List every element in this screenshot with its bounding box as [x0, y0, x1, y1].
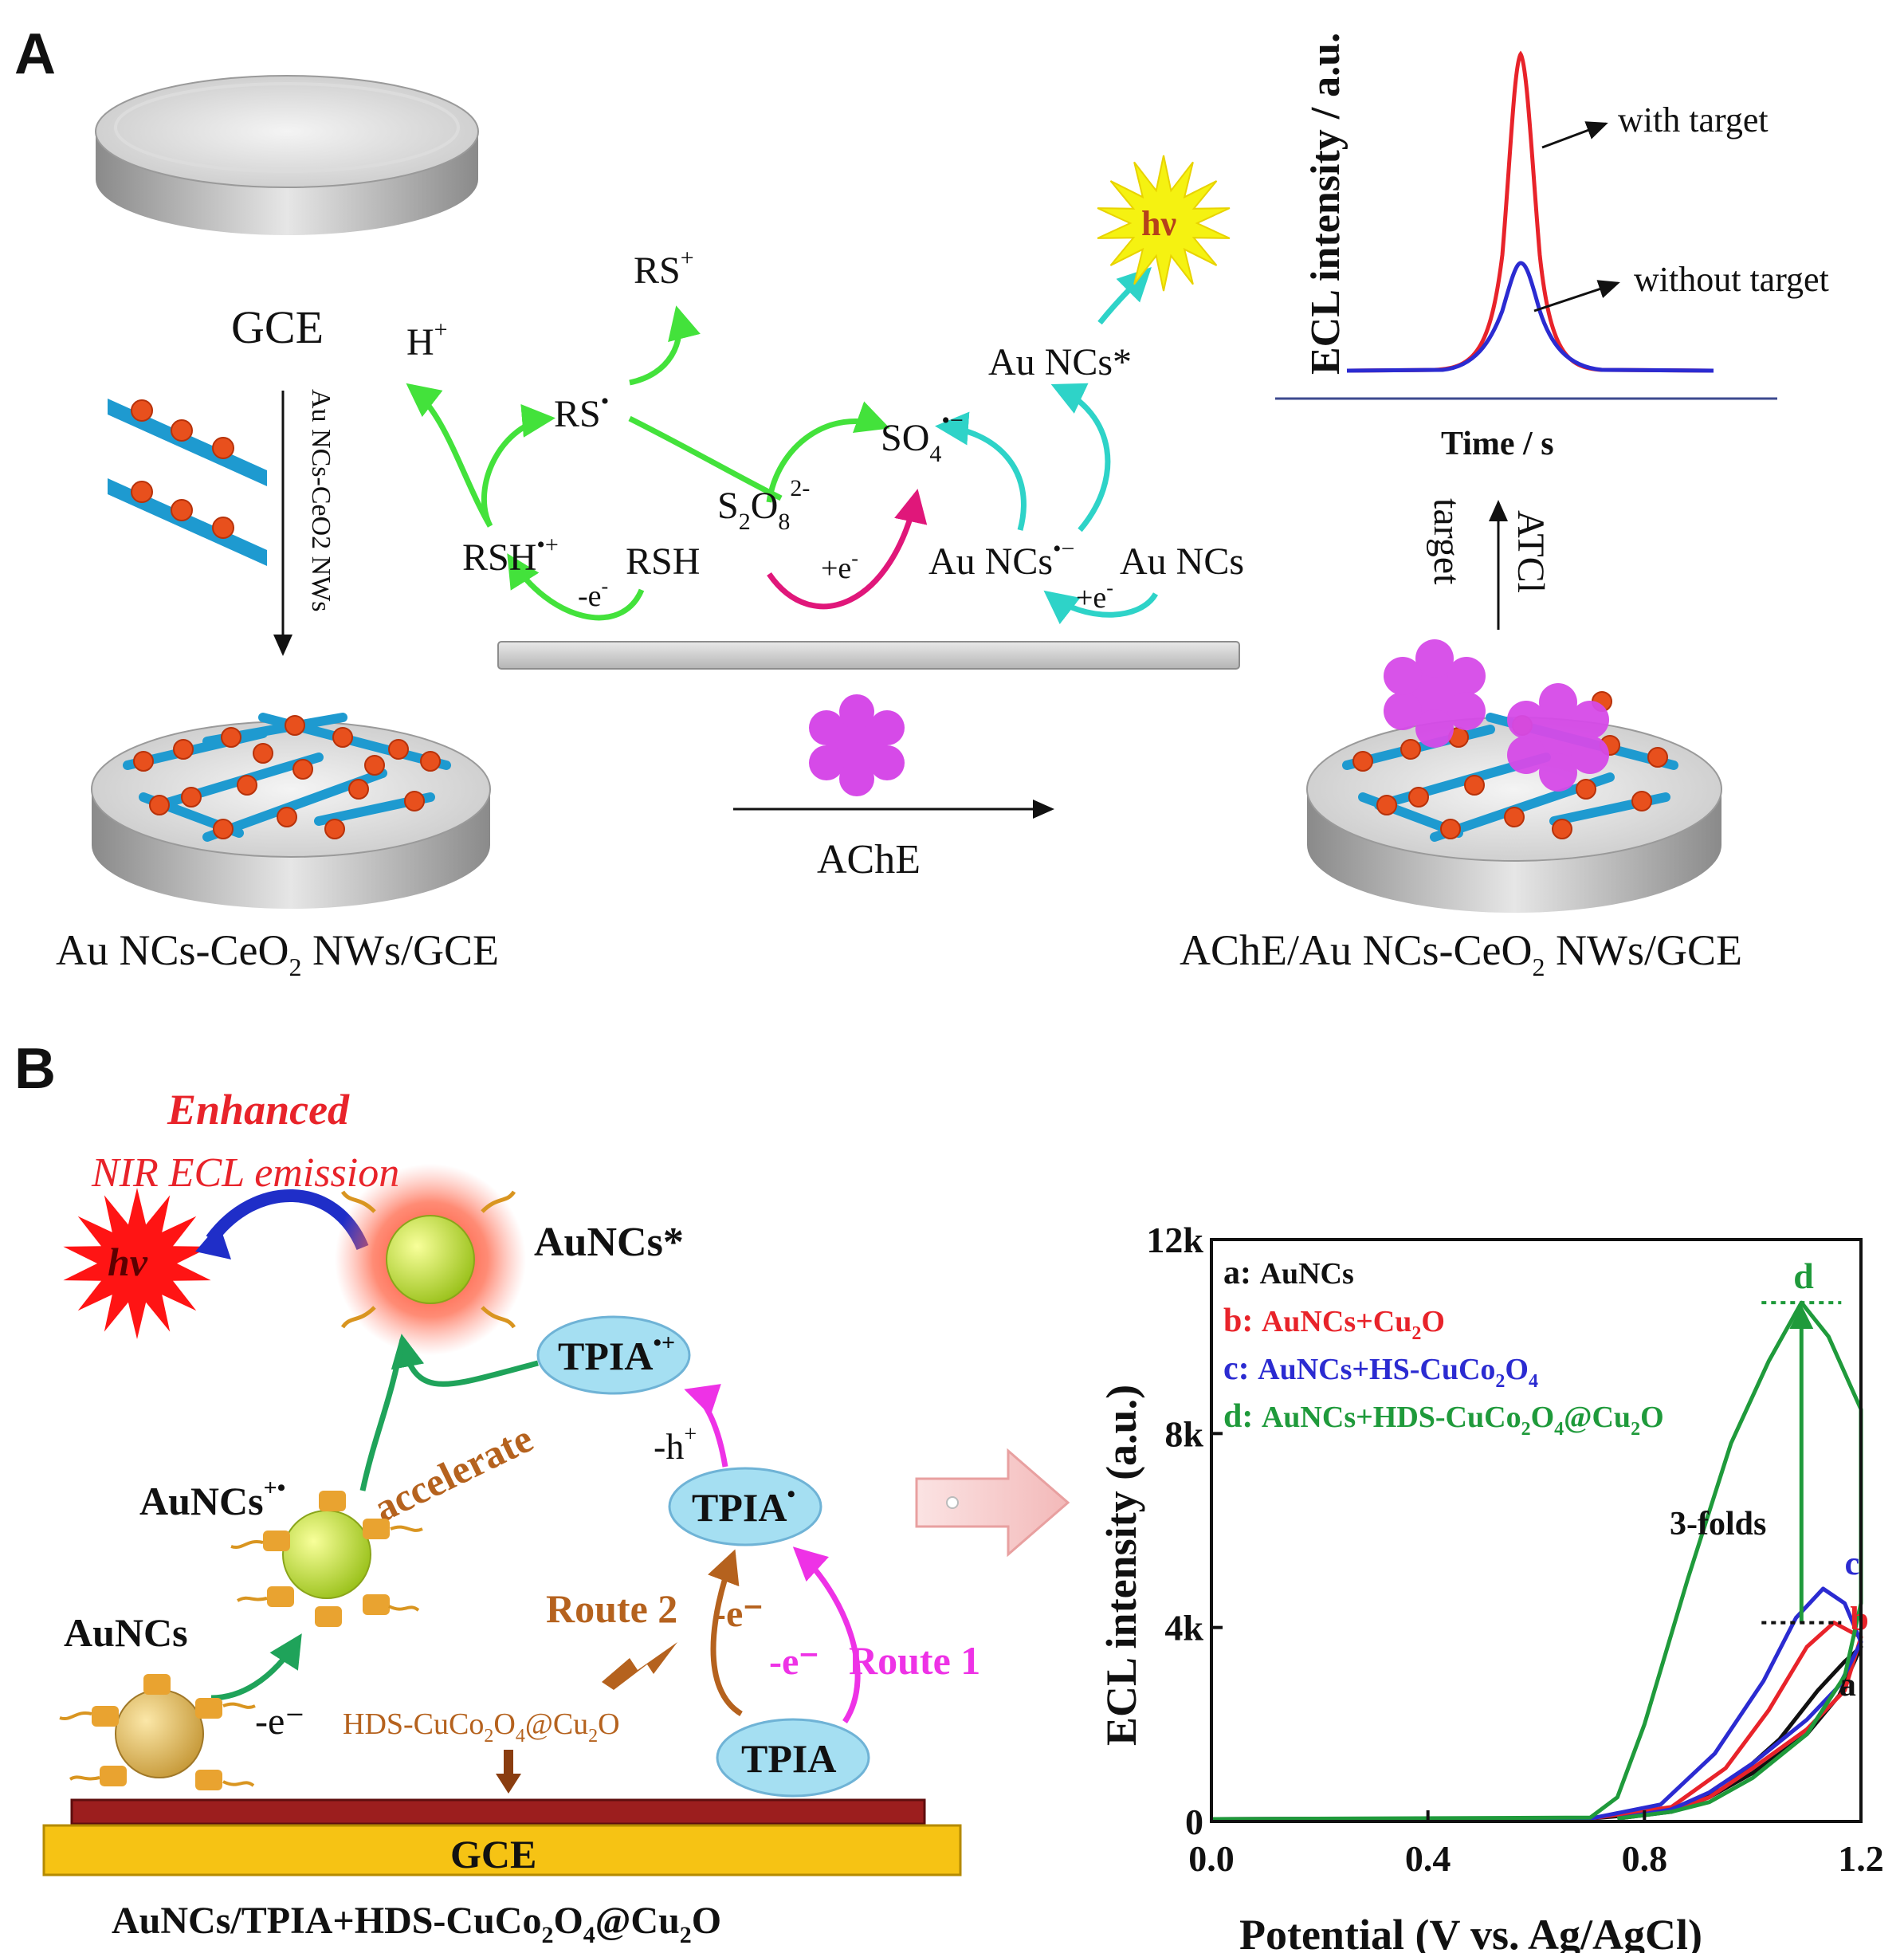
inset-curve-with-target: [1346, 50, 1714, 373]
scheme-b-arrows: [210, 1334, 861, 1723]
route1-label: Route 1: [849, 1638, 980, 1683]
series-a-line: [1211, 1645, 1863, 1821]
scheme-arrow-magenta: [767, 489, 928, 610]
inset-ecl-chart: ECL intensity / a.u. Time / s with targe…: [1275, 33, 1829, 462]
species-rs-plus: RS+: [634, 245, 694, 292]
species-minus-e: -e-: [578, 575, 608, 613]
scheme-species: H+ RS+ RS• RSH•+ RSH -e- S2O82- +e- SO4•…: [406, 245, 1244, 615]
inset-ylabel: ECL intensity / a.u.: [1303, 33, 1349, 375]
y-tick-label: 8k: [1164, 1413, 1203, 1454]
aunc-excited: [335, 1164, 526, 1355]
minus-e-black: -e⁻: [255, 1700, 305, 1743]
species-rsh-radical: RSH•+: [462, 532, 559, 579]
plot-annotation: 3-folds: [1670, 1506, 1766, 1542]
hv-label-b: hv: [108, 1240, 148, 1284]
ache-enzyme: [809, 694, 905, 796]
modified-electrode: [91, 713, 491, 909]
plot-ylabel: ECL intensity (a.u.): [1097, 1385, 1145, 1746]
enhanced-title-1: Enhanced: [167, 1086, 350, 1134]
minus-e-pink: -e⁻: [769, 1641, 819, 1683]
aunc-cation: [230, 1491, 423, 1627]
target-label: target: [1426, 498, 1468, 585]
minus-h-label: -h+: [654, 1422, 697, 1467]
aunc-ground: [59, 1674, 256, 1790]
gce-disk: [95, 75, 479, 235]
species-rs-radical: RS•: [554, 388, 609, 435]
series-d-line: [1211, 1300, 1863, 1821]
hds-down-arrow: [496, 1750, 521, 1794]
transition-arrow: [915, 1448, 1070, 1558]
species-aunc: Au NCs: [1120, 540, 1244, 583]
tpia-radical-node: TPIA•: [668, 1467, 822, 1546]
tpia-node: TPIA: [716, 1718, 870, 1798]
lightning-icon: [602, 1642, 677, 1690]
legend-entry: b: AuNCs+Cu2O: [1223, 1303, 1445, 1344]
accelerate-label: accelerate: [367, 1416, 540, 1531]
y-tick-label: 0: [1185, 1802, 1203, 1842]
species-plus-e1: +e-: [821, 547, 858, 585]
enhanced-title-2: NIR ECL emission: [91, 1150, 399, 1196]
electrode-plate: [497, 641, 1240, 670]
hv-starburst-a: hν: [1097, 155, 1231, 292]
panel-b-bottom-label: AuNCs/TPIA+HDS-CuCo2O4@Cu2O: [112, 1900, 721, 1948]
hds-label: HDS-CuCo2O4@Cu2O: [343, 1707, 620, 1747]
species-aunc-star: Au NCs*: [988, 341, 1132, 383]
atcl-label: ATCl: [1509, 510, 1552, 593]
aunc-cation-label: AuNCs+•: [139, 1475, 285, 1523]
species-rsh: RSH: [626, 540, 700, 583]
curve-label-a: a: [1839, 1667, 1856, 1703]
route2-label: Route 2: [546, 1586, 677, 1631]
electrode2-label: AChE/Au NCs-CeO2 NWs/GCE: [1180, 926, 1742, 981]
legend-entry: d: AuNCs+HDS-CuCo2O4@Cu2O: [1223, 1398, 1664, 1440]
plot-xlabel: Potential (V vs. Ag/AgCl): [1239, 1911, 1702, 1953]
tpia-cation-node: TPIA•+: [536, 1315, 691, 1395]
curve-label-c: c: [1845, 1546, 1860, 1582]
x-tick-label: 0.4: [1405, 1838, 1451, 1879]
svg-text:TPIA•: TPIA•: [692, 1481, 795, 1530]
final-electrode: [1306, 639, 1722, 913]
species-aunc-anion: Au NCs•−: [928, 536, 1074, 583]
gce-label: GCE: [231, 301, 324, 353]
svg-text:GCE: GCE: [450, 1832, 536, 1876]
plot-legend: a: AuNCs b: AuNCs+Cu2O c: AuNCs+HS-CuCo2O4…: [1223, 1255, 1664, 1440]
species-s2o8: S2O82-: [717, 475, 810, 535]
electrode1-label: Au NCs-CeO2 NWs/GCE: [56, 926, 499, 981]
series-c-line: [1211, 1586, 1863, 1821]
svg-text:TPIA•+: TPIA•+: [558, 1330, 675, 1378]
nanowire-illustration: [108, 399, 267, 566]
hv-starburst-b: hv: [63, 1188, 211, 1339]
legend-entry: c: AuNCs+HS-CuCo2O4: [1223, 1350, 1538, 1392]
ache-label: AChE: [817, 837, 921, 882]
legend-entry: a: AuNCs: [1223, 1255, 1354, 1291]
inset-with-target: with target: [1618, 100, 1769, 140]
species-plus-e2: +e-: [1076, 576, 1113, 615]
minus-e-brown: -e⁻: [713, 1593, 764, 1635]
inset-curve-without-target: [1346, 261, 1714, 373]
plot-frame: [1210, 1238, 1863, 1823]
modify-step-label: Au NCs-CeO2 NWs: [306, 389, 336, 612]
x-tick-label: 0.0: [1188, 1838, 1235, 1879]
scheme-arrows-lime: [406, 305, 890, 621]
panel-a-label: A: [14, 22, 56, 86]
species-so4: SO4•−: [881, 407, 964, 467]
series-b-line: [1211, 1621, 1863, 1821]
inset-xlabel: Time / s: [1441, 426, 1554, 462]
x-tick-label: 1.2: [1838, 1838, 1884, 1879]
svg-text:TPIA: TPIA: [741, 1736, 836, 1781]
aunc-star-label: AuNCs*: [534, 1220, 684, 1265]
inset-without-target: without target: [1634, 260, 1829, 299]
y-tick-label: 12k: [1146, 1220, 1203, 1260]
peak-label-d: d: [1793, 1256, 1814, 1296]
x-tick-label: 0.8: [1622, 1838, 1668, 1879]
species-h-plus: H+: [406, 316, 448, 363]
panel-b-label: B: [14, 1037, 56, 1101]
scheme-arrows-cyan: [935, 267, 1159, 625]
gce-substrate-b: GCE: [42, 1798, 962, 1876]
hv-label-a: hν: [1141, 204, 1176, 243]
aunc-label: AuNCs: [64, 1610, 188, 1655]
y-tick-label: 4k: [1164, 1608, 1203, 1648]
